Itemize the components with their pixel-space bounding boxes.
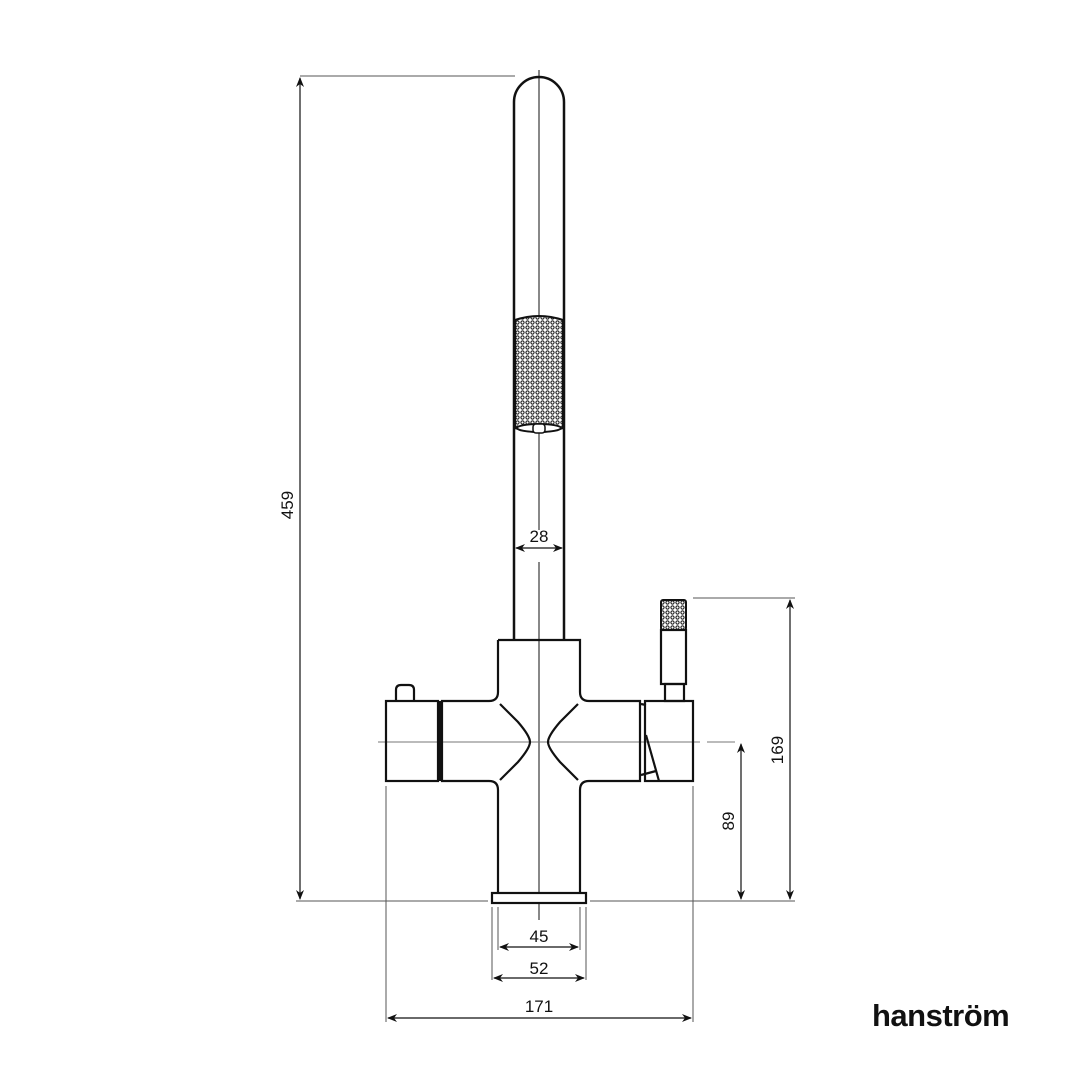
brand-logo: hanström [872, 998, 1010, 1033]
dimension-lines [296, 77, 794, 1022]
dim-lever-height: 169 [768, 736, 787, 764]
dim-base-outer-width: 52 [530, 959, 549, 978]
spout [512, 75, 566, 640]
dim-spout-diameter: 28 [530, 527, 549, 546]
extension-lines [296, 75, 795, 1022]
base-plate [490, 891, 588, 905]
dim-total-width: 171 [525, 997, 553, 1016]
center-lines [378, 70, 735, 920]
dim-base-inner-width: 45 [530, 927, 549, 946]
dim-total-height: 459 [278, 491, 297, 519]
lever-knurl [660, 599, 687, 631]
spray-head-knurl [514, 315, 564, 434]
dim-body-center-height: 89 [719, 812, 738, 831]
